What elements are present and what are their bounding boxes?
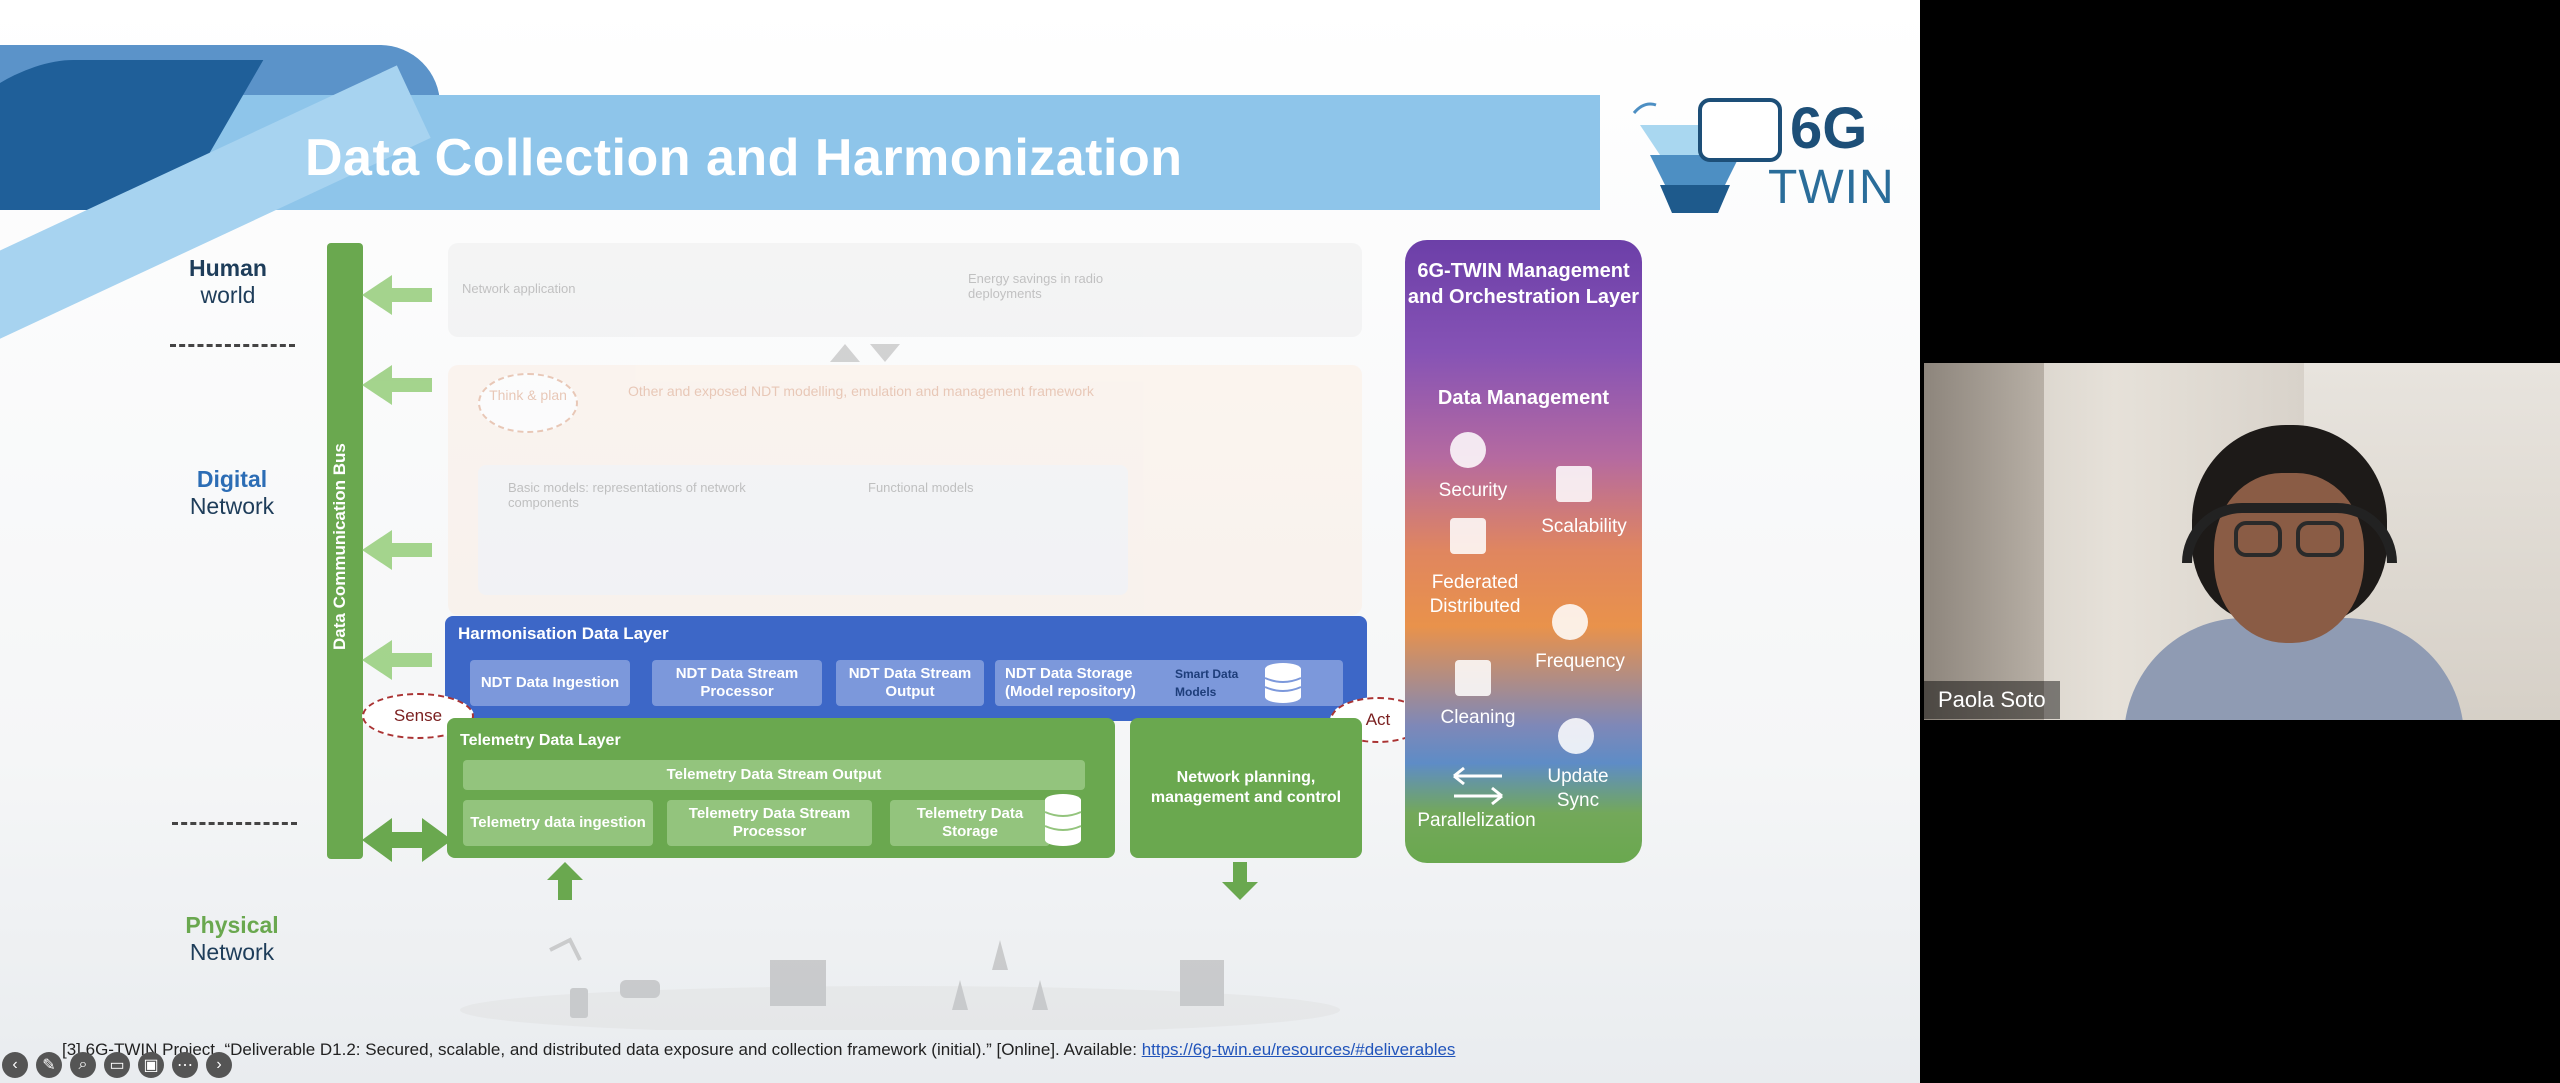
- deliverables-link[interactable]: https://6g-twin.eu/resources/#deliverabl…: [1141, 1040, 1456, 1059]
- updown-arrows-icon: [830, 344, 900, 362]
- ndt-data-stream-processor-box: NDT Data Stream Processor: [652, 660, 822, 706]
- down-arrow-icon: [1222, 862, 1258, 900]
- telemetry-database-icon: [1044, 794, 1082, 846]
- participant-video-tile[interactable]: Paola Soto: [1924, 363, 2560, 720]
- telemetry-storage-box: Telemetry Data Storage: [890, 800, 1050, 846]
- more-icon[interactable]: ⋯: [172, 1052, 198, 1078]
- scalability-label: Scalability: [1541, 516, 1627, 537]
- telemetry-ingestion-box: Telemetry data ingestion: [463, 800, 653, 846]
- logo-text-6g: 6G: [1790, 96, 1868, 161]
- update-sync-label: Update Sync: [1547, 766, 1609, 811]
- presentation-controls: ‹ ✎ ⌕ ▭ ▣ ⋯ ›: [2, 1052, 232, 1078]
- glasses-icon: [2234, 521, 2282, 557]
- security-icon: [1450, 432, 1486, 468]
- telemetry-title: Telemetry Data Layer: [460, 732, 621, 749]
- divider-bottom: [172, 822, 297, 825]
- ndt-data-stream-output-box: NDT Data Stream Output: [836, 660, 984, 706]
- headset-icon: [2182, 503, 2397, 563]
- camera-icon[interactable]: ▣: [138, 1052, 164, 1078]
- federated-icon: [1450, 518, 1486, 554]
- cleaning-icon: [1455, 660, 1491, 696]
- physical-devices-icon: [460, 937, 1340, 1030]
- 6g-twin-logo-icon: [1632, 98, 1782, 213]
- label-physical-network: Physical Network: [185, 912, 279, 965]
- participant-name-tag: Paola Soto: [1924, 681, 2060, 719]
- slide-title: Data Collection and Harmonization: [305, 129, 1183, 187]
- database-icon: [1264, 663, 1302, 703]
- data-communication-bus: [327, 243, 363, 859]
- parallelization-icon: [1453, 766, 1503, 806]
- up-arrow-icon: [547, 862, 583, 900]
- forward-icon[interactable]: ›: [206, 1052, 232, 1078]
- management-title: 6G-TWIN Management and Orchestration Lay…: [1407, 260, 1640, 308]
- parallelization-label: Parallelization: [1417, 810, 1536, 831]
- scalability-icon: [1556, 466, 1592, 502]
- frequency-icon: [1552, 604, 1588, 640]
- label-human-world: Human world: [189, 255, 267, 308]
- ndt-data-ingestion-box: NDT Data Ingestion: [470, 660, 630, 706]
- divider-top: [170, 344, 295, 347]
- data-management-title: Data Management: [1437, 387, 1610, 409]
- federated-distributed-label: Federated Distributed: [1429, 572, 1521, 617]
- update-sync-icon: [1558, 718, 1594, 754]
- telemetry-stream-processor-box: Telemetry Data Stream Processor: [667, 800, 872, 846]
- label-digital-network: Digital Network: [189, 466, 275, 519]
- pen-icon[interactable]: ✎: [36, 1052, 62, 1078]
- logo-text-twin: TWIN: [1768, 161, 1895, 214]
- ndt-modelling-panel: Other and exposed NDT modelling, emulati…: [448, 365, 1362, 615]
- captions-icon[interactable]: ▭: [104, 1052, 130, 1078]
- harmonisation-title: Harmonisation Data Layer: [458, 624, 669, 643]
- cleaning-label: Cleaning: [1440, 707, 1516, 728]
- citation-footer: [3] 6G-TWIN Project, “Deliverable D1.2: …: [62, 1040, 1456, 1059]
- frequency-label: Frequency: [1535, 651, 1625, 672]
- bus-arrows-icon: [362, 275, 452, 862]
- presentation-slide: Data Collection and Harmonization 6G TWI…: [0, 0, 1920, 1083]
- telemetry-stream-output-box: Telemetry Data Stream Output: [463, 760, 1085, 790]
- ndt-data-storage-box: NDT Data Storage (Model repository) Smar…: [995, 660, 1343, 706]
- network-application-panel: Network application Energy savings in ra…: [448, 243, 1362, 337]
- management-orchestration-panel: [1405, 240, 1642, 863]
- network-planning-box: Network planning, management and control: [1130, 718, 1362, 858]
- zoom-icon[interactable]: ⌕: [70, 1052, 96, 1078]
- back-icon[interactable]: ‹: [2, 1052, 28, 1078]
- security-label: Security: [1438, 480, 1508, 501]
- bus-label: Data Communication Bus: [330, 443, 349, 650]
